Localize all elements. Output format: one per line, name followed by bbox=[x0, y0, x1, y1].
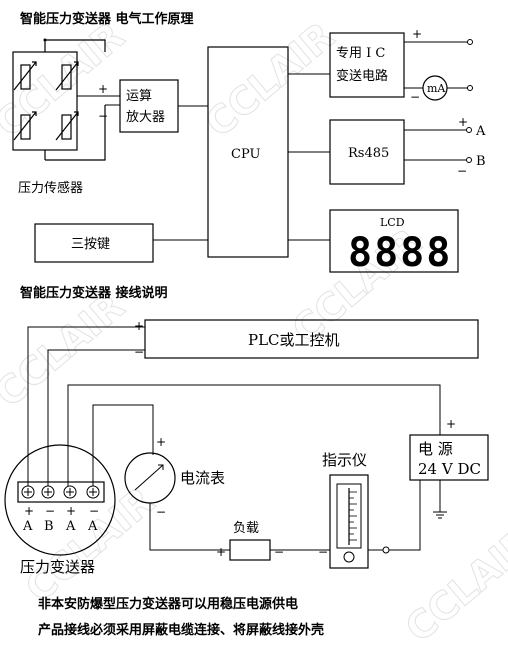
terminal-label: A bbox=[87, 519, 98, 534]
ammeter-label: 电流表 bbox=[180, 469, 225, 487]
ic-label-2: 变送电路 bbox=[336, 68, 388, 84]
plus-sign: + bbox=[216, 545, 226, 559]
note-line-1: 非本安防爆型压力变送器可以用稳压电源供电 bbox=[38, 596, 298, 612]
op-amp-label-2: 放大器 bbox=[126, 110, 165, 125]
plus-sign: + bbox=[446, 417, 456, 431]
power-label-2: 24 V DC bbox=[418, 460, 481, 478]
minus-sign: − bbox=[410, 90, 420, 104]
power-supply-box bbox=[409, 434, 489, 481]
plus-sign: + bbox=[458, 115, 468, 129]
minus-sign: − bbox=[318, 545, 328, 559]
minus-sign: − bbox=[98, 109, 108, 123]
ic-transmit-box bbox=[329, 32, 405, 98]
terminal-sign: + bbox=[66, 504, 76, 518]
minus-sign: − bbox=[156, 505, 166, 519]
load-label: 负载 bbox=[233, 521, 259, 536]
cpu-label: CPU bbox=[231, 147, 260, 162]
rs485-box bbox=[329, 119, 405, 185]
transmitter-housing bbox=[4, 444, 116, 556]
load-box bbox=[229, 539, 271, 561]
keys-label: 三按键 bbox=[71, 237, 110, 252]
terminal-sign: − bbox=[89, 504, 99, 518]
transmitter-label: 压力变送器 bbox=[20, 558, 95, 576]
terminal-sign: + bbox=[24, 504, 34, 518]
port-b-label: B bbox=[476, 154, 486, 169]
power-label-1: 电 源 bbox=[418, 440, 453, 458]
terminal-label: A bbox=[65, 519, 76, 534]
lcd-digits: 8888 bbox=[348, 230, 452, 276]
rs485-label: Rs485 bbox=[348, 146, 389, 161]
lcd-label: LCD bbox=[380, 216, 405, 229]
port-a-label: A bbox=[475, 124, 486, 139]
terminal-label: B bbox=[44, 519, 54, 534]
plus-sign: + bbox=[156, 435, 166, 449]
plc-box bbox=[144, 319, 479, 359]
plus-sign: + bbox=[412, 27, 422, 41]
ground-icon bbox=[433, 511, 447, 519]
terminal-block bbox=[17, 481, 105, 503]
terminal-label: A bbox=[22, 519, 33, 534]
indicator-box bbox=[329, 474, 369, 569]
plc-label: PLC或工控机 bbox=[248, 331, 340, 349]
plus-sign: + bbox=[98, 82, 108, 96]
principle-title: 智能压力变送器 电气工作原理 bbox=[20, 11, 194, 27]
watermark: CCLAIR bbox=[0, 14, 132, 146]
minus-sign: − bbox=[274, 545, 284, 559]
op-amp-label-1: 运算 bbox=[126, 89, 152, 104]
minus-sign: − bbox=[457, 164, 467, 178]
ic-label-1: 专用 I C bbox=[336, 46, 385, 61]
lcd-box bbox=[329, 209, 459, 273]
pressure-sensor-bridge bbox=[12, 38, 106, 161]
bridge-label: 压力传感器 bbox=[18, 180, 83, 196]
note-line-2: 产品接线必须采用屏蔽电缆连接、将屏蔽线接外壳 bbox=[38, 622, 324, 638]
plus-sign: + bbox=[134, 319, 144, 333]
indicator-label: 指示仪 bbox=[322, 451, 367, 469]
minus-sign: − bbox=[134, 345, 144, 359]
terminal-screw-icons bbox=[21, 485, 100, 499]
meter-label: mA bbox=[427, 82, 446, 95]
terminal-sign: − bbox=[45, 504, 55, 518]
wiring-title: 智能压力变送器 接线说明 bbox=[20, 285, 168, 301]
keys-box bbox=[34, 223, 154, 263]
watermark: CCLAIR bbox=[17, 479, 162, 611]
watermark: CCLAIR bbox=[397, 519, 508, 651]
ammeter-icon bbox=[124, 452, 176, 504]
watermark: CCLAIR bbox=[197, 14, 342, 146]
